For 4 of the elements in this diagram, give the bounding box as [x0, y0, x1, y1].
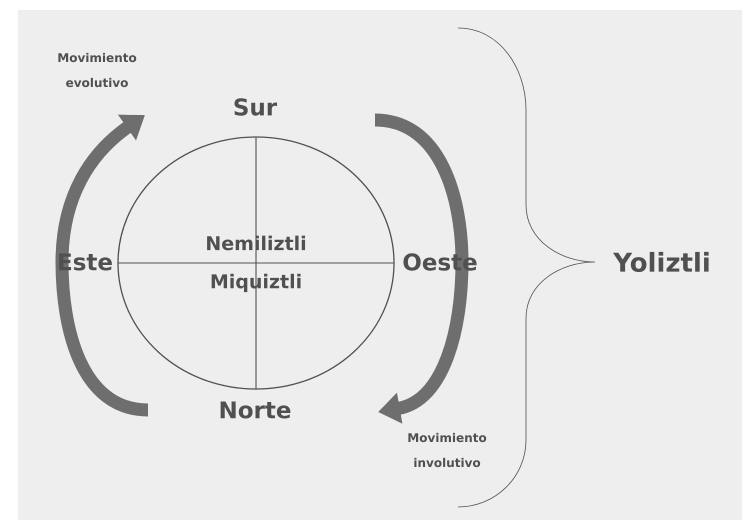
brace-label: Yoliztli	[613, 252, 709, 272]
evolution-note: Movimiento evolutivo	[58, 52, 136, 88]
involution-note: Movimiento involutivo	[408, 432, 486, 468]
direction-label: Sur	[234, 98, 278, 116]
